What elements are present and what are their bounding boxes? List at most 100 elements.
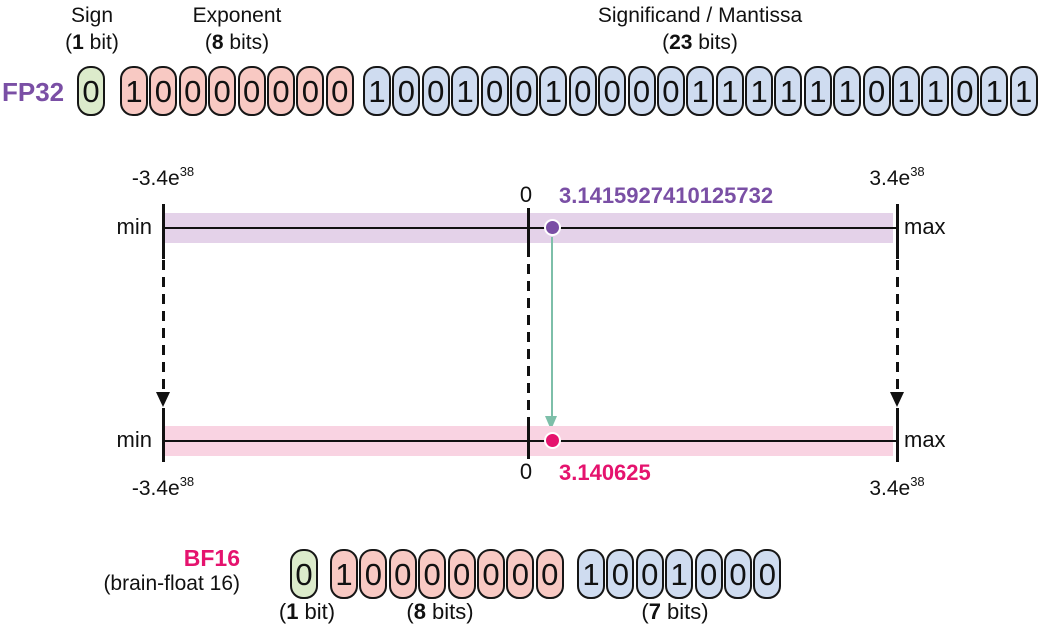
bit-box: 0	[509, 66, 538, 116]
bit-box: 0	[296, 66, 325, 116]
exponent-column-header: Exponent (8 bits)	[157, 2, 317, 56]
bit-box: 0	[237, 66, 266, 116]
bit-box: 1	[665, 549, 694, 599]
count-number: 8	[211, 31, 224, 54]
bf16-zero-label: 0	[519, 459, 533, 484]
bf16-format-label: BF16	[183, 545, 240, 571]
bit-box: 0	[635, 549, 664, 599]
bit-box: 0	[388, 549, 417, 599]
bit-box: 0	[862, 66, 891, 116]
fp32-min-tick	[162, 204, 165, 259]
bit-box: 0	[606, 549, 635, 599]
count-unit: bit)	[83, 31, 119, 54]
bit-box: 1	[774, 66, 803, 116]
bit-box: 0	[598, 66, 627, 116]
range-exponent: 38	[910, 164, 925, 179]
bit-box: 1	[892, 66, 921, 116]
fp32-value: 3.1415927410125732	[559, 183, 774, 208]
bf16-max-label: max	[904, 427, 946, 452]
sign-title: Sign	[70, 4, 114, 27]
bit-box: 0	[480, 66, 509, 116]
count-number: 23	[669, 31, 693, 54]
bf16-min-label: min	[116, 427, 152, 452]
significand-bit-count: (23 bits)	[500, 29, 900, 56]
range-base: 3.4e	[869, 477, 911, 500]
fp32-max-label: max	[904, 214, 946, 239]
bit-box: 1	[833, 66, 862, 116]
bf16-min-tick	[162, 408, 165, 462]
bit-box: 0	[178, 66, 207, 116]
bit-box: 1	[980, 66, 1009, 116]
max-projection-dash	[896, 260, 899, 390]
bf16-value-dot	[544, 432, 561, 449]
bf16-value: 3.140625	[559, 460, 651, 485]
bit-box: 1	[715, 66, 744, 116]
sign-bit-count: (1 bit)	[42, 29, 142, 56]
fp32-format-label: FP32	[2, 77, 65, 107]
bit-box: 0	[627, 66, 656, 116]
bit-box: 0	[950, 66, 979, 116]
bit-box: 0	[447, 549, 476, 599]
bit-box: 0	[208, 66, 237, 116]
bf16-neg-range-label: -3.4e38	[113, 474, 213, 501]
significand-title: Significand / Mantissa	[597, 4, 803, 27]
range-exponent: 38	[910, 474, 925, 489]
fp32-zero-tick	[527, 208, 530, 247]
paren: (	[662, 31, 670, 54]
bit-box: 1	[330, 549, 358, 599]
bit-box: 0	[77, 66, 105, 116]
bit-box: 1	[686, 66, 715, 116]
range-base: -3.4e	[131, 477, 180, 500]
bit-box: 0	[723, 549, 752, 599]
range-exponent: 38	[179, 474, 195, 489]
bit-box: 0	[290, 549, 318, 599]
bit-box: 0	[694, 549, 723, 599]
count-unit: bit)	[298, 599, 336, 624]
paren: (	[204, 31, 212, 54]
count-number: 1	[286, 599, 299, 624]
range-exponent: 38	[179, 164, 195, 179]
bit-box: 0	[506, 549, 535, 599]
range-base: 3.4e	[869, 167, 911, 190]
exponent-bit-count: (8 bits)	[157, 29, 317, 56]
min-projection-dash	[162, 260, 165, 390]
bit-box: 0	[359, 549, 388, 599]
bf16-numberline	[163, 439, 897, 442]
bit-box: 0	[149, 66, 178, 116]
range-base: -3.4e	[131, 167, 180, 190]
fp32-max-tick	[896, 204, 899, 259]
count-unit: bits)	[425, 599, 474, 624]
fp32-neg-range-label: -3.4e38	[113, 164, 213, 191]
bf16-sign-bit-count: (1 bit)	[257, 599, 357, 625]
bf16-format-label-block: BF16 (brain-float 16)	[70, 545, 240, 597]
bit-box: 1	[451, 66, 480, 116]
bf16-mantissa-bit-count: (7 bits)	[625, 599, 725, 625]
fp32-numberline	[163, 226, 897, 229]
bit-box: 0	[392, 66, 421, 116]
bit-box: 1	[363, 66, 391, 116]
bf16-exponent-bit-count: (8 bits)	[390, 599, 490, 625]
bit-box: 1	[577, 549, 605, 599]
bit-box: 0	[656, 66, 685, 116]
bit-box: 1	[921, 66, 950, 116]
bit-box: 1	[120, 66, 148, 116]
fp32-pos-range-label: 3.4e38	[847, 164, 947, 191]
sign-column-header: Sign (1 bit)	[42, 2, 142, 56]
cast-arrow-line	[551, 237, 554, 417]
bf16-sign-bits: 0	[290, 549, 318, 599]
bit-box: 0	[418, 549, 447, 599]
significand-column-header: Significand / Mantissa (23 bits)	[500, 2, 900, 56]
bf16-format-sublabel: (brain-float 16)	[103, 572, 240, 595]
count-number: 1	[72, 31, 84, 54]
bit-box: 0	[421, 66, 450, 116]
paren: (	[278, 599, 287, 624]
bf16-max-tick	[896, 408, 899, 462]
count-number: 8	[413, 599, 426, 624]
paren: (	[406, 599, 414, 624]
bit-box: 1	[1009, 66, 1038, 116]
count-unit: bits)	[692, 31, 738, 54]
